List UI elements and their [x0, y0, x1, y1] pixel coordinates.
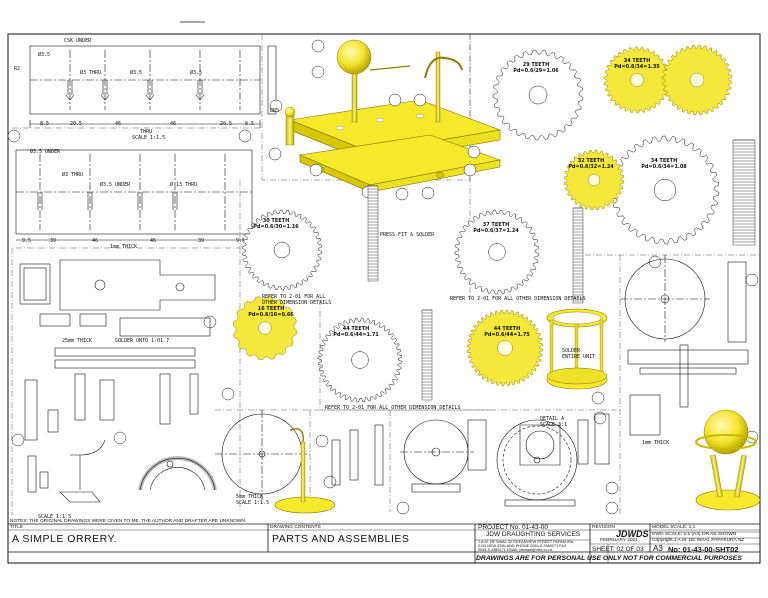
gear-render-34t-hub: [630, 73, 644, 87]
svg-text:Ø 13 THRU: Ø 13 THRU: [170, 181, 197, 188]
label-refer-1: REFER TO 2-01 FOR ALL OTHER DIMENSION DE…: [262, 294, 332, 306]
svg-text:Ø3.5: Ø3.5: [190, 69, 202, 76]
gear-render-32t-hub: [587, 173, 601, 187]
label-solder-entire: SOLDER ENTIRE UNIT: [562, 348, 596, 360]
svg-text:Ø3 THRU: Ø3 THRU: [62, 171, 83, 178]
gear-outline-29t-hub: [528, 85, 548, 105]
bottom-circles: [215, 410, 578, 507]
svg-text:8.5: 8.5: [245, 121, 254, 127]
drawing-contents: PARTS AND ASSEMBLIES: [272, 533, 410, 545]
label-thru: THRU: [140, 129, 153, 135]
frame-parts: [19, 259, 217, 503]
address-line-3: 0064-9-2989171 EMAIL jdewaal@xtra.co.nz: [478, 548, 553, 553]
copyright: Copyright J.A.M. DE WAAL PAPAKURA NZ: [652, 538, 745, 543]
label-csk-under: CSK UNDER: [64, 38, 92, 44]
svg-text:Ø3.5 UNDER: Ø3.5 UNDER: [100, 181, 131, 188]
label-detail-a: DETAIL A SCALE 3:1: [540, 416, 568, 428]
svg-text:Ø3.5 UNDER: Ø3.5 UNDER: [30, 148, 61, 155]
svg-text:46: 46: [170, 121, 176, 127]
label-25mm-thick: 25mm THICK: [62, 338, 93, 344]
svg-text:20.5: 20.5: [220, 121, 232, 127]
svg-text:R2: R2: [14, 66, 20, 72]
company-name: JDW DRAUGHTING SERVICES: [486, 531, 581, 538]
svg-text:46: 46: [92, 238, 98, 244]
svg-text:Ø3 THRU: Ø3 THRU: [80, 69, 101, 76]
address-line-2: 2110 NEW ZEALAND PHONE 0064-9-2989271 FA…: [478, 544, 567, 549]
notes: NOTES: THE ORIGINAL DRAWINGS WERE GIVEN …: [10, 519, 247, 524]
svg-text:46: 46: [150, 238, 156, 244]
dwg-scale: DWG SCALE: 1:1 (A3) OR AS SHOWN: [652, 532, 737, 537]
title-block-frame: [8, 523, 760, 563]
gear-outline-37t-hub: [488, 243, 506, 261]
revision-caption: REVISION: [592, 525, 615, 530]
drawing-title: A SIMPLE ORRERY.: [12, 533, 118, 545]
gear-outline-34t-hub: [653, 178, 677, 202]
label-refer-2: REFER TO 2-01 FOR ALL OTHER DIMENSION DE…: [450, 296, 586, 302]
project-number: PROJECT No. 01-43-00: [478, 524, 548, 531]
plate-top-view: [29, 45, 277, 128]
svg-text:46: 46: [115, 121, 121, 127]
label-5mm-thick: 5mm THICK SCALE 1:1.5: [236, 494, 270, 506]
label-press-fit: PRESS FIT & SOLDER: [380, 232, 435, 238]
side-parts: [519, 255, 749, 466]
title-caption: TITLE: [10, 525, 24, 530]
gear-outline-30t-hub: [273, 241, 291, 259]
svg-text:8.5: 8.5: [40, 121, 49, 127]
gear-render-36t-hub: [689, 72, 705, 88]
svg-text:39: 39: [198, 238, 204, 244]
cage-assembly: [546, 308, 608, 390]
svg-text:Ø3.5: Ø3.5: [130, 69, 142, 76]
drawing-date: FEBRUARY 2021: [600, 538, 638, 543]
svg-text:Ø3.5: Ø3.5: [38, 51, 50, 58]
model-scale: MODEL SCALE: 1:1: [652, 525, 696, 530]
svg-text:20.5: 20.5: [70, 121, 82, 127]
label-1mm-thick: 1mm THICK: [110, 244, 138, 250]
gear-renders: [232, 44, 733, 387]
svg-text:39: 39: [50, 238, 56, 244]
gear-render-16t-hub: [258, 321, 272, 335]
jdw-logo: JDWDS: [616, 529, 649, 539]
sheet-border: [7, 33, 761, 564]
svg-text:9.5: 9.5: [236, 238, 245, 244]
label-solder-onto: SOLDER ONTO 1-01.7: [115, 338, 170, 344]
sphere-stand-3d: [695, 409, 761, 511]
label-scale-15: SCALE 1:1.5: [38, 514, 72, 520]
company-address: J.A.M. DE WAAL 32 OCEANVIEW STREET PAPAK…: [478, 540, 573, 553]
label-scale-1: SCALE 1:1.5: [132, 135, 166, 141]
label-refer-3: REFER TO 2-01 FOR ALL OTHER DIMENSION DE…: [325, 405, 461, 411]
sheet-number: SHEET: 02 OF 03: [592, 546, 644, 553]
gear-outline-44t-hub: [351, 351, 369, 369]
gear-drawings: [241, 49, 720, 403]
base-plate-view: [15, 149, 253, 241]
label-1mm-thick-b: 1mm THICK: [642, 440, 670, 446]
svg-text:9.5: 9.5: [22, 238, 31, 244]
address-line-1: J.A.M. DE WAAL 32 OCEANVIEW STREET PAPAK…: [478, 540, 574, 544]
base-stand-3d: [274, 428, 336, 514]
drawing-number: No: 01-43-00-SHT02: [668, 545, 739, 554]
disclaimer: DRAWINGS ARE FOR PERSONAL USE ONLY NOT F…: [476, 555, 742, 562]
label-brs: BRS: [270, 108, 280, 114]
contents-caption: DRAWING CONTENTS: [270, 525, 321, 530]
gear-render-44t-hub: [497, 340, 513, 356]
sheet-size: A3: [653, 544, 663, 553]
